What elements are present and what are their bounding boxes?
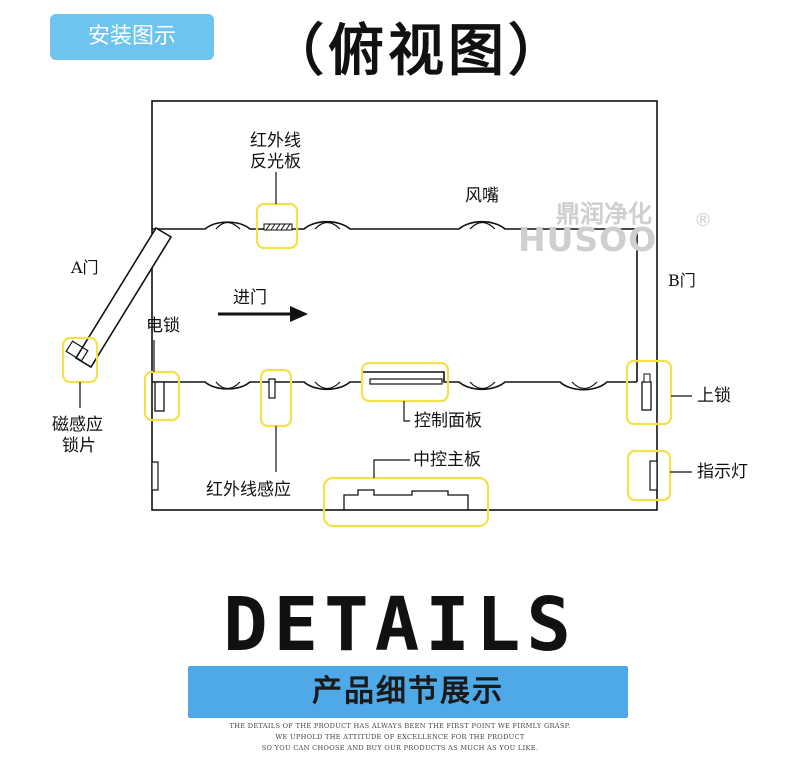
lower-wall xyxy=(152,371,637,391)
indicator-light xyxy=(649,460,658,491)
label-magnetic-lock-line1: 磁感应 xyxy=(52,415,103,435)
nozzle-icon xyxy=(571,381,598,390)
nozzle-icon xyxy=(469,221,496,230)
footnote-line-3: SO YOU CAN CHOOSE AND BUY OUR PRODUCTS A… xyxy=(261,744,539,752)
footnote-line-1: THE DETAILS OF THE PRODUCT HAS ALWAYS BE… xyxy=(229,722,571,730)
room-outline xyxy=(151,100,658,511)
highlight-control-panel xyxy=(360,361,450,403)
footnote-line-2: WE UPHOLD THE ATTITUDE OF EXCELLENCE FOR… xyxy=(275,733,525,741)
nozzle-icon xyxy=(215,221,241,230)
label-door-b: B门 xyxy=(668,271,696,290)
watermark-cn: 鼎润净化 xyxy=(556,200,652,228)
top-view-diagram xyxy=(61,100,692,528)
main-board xyxy=(343,489,469,510)
label-nozzle: 风嘴 xyxy=(465,186,499,206)
label-enter: 进门 xyxy=(233,288,267,308)
label-ir-reflector-line1: 红外线 xyxy=(250,131,301,151)
watermark-mark: ® xyxy=(694,210,712,231)
highlight-ir-sensor xyxy=(259,368,293,428)
banner-text: 产品细节展示 xyxy=(312,674,504,709)
upper-lock xyxy=(641,381,652,411)
watermark-en: HUSOO xyxy=(518,220,658,259)
details-banner: 产品细节展示 xyxy=(188,666,628,718)
magnetic-lock-plate xyxy=(65,340,89,362)
label-electric-lock: 电锁 xyxy=(146,316,180,336)
label-door-a: A门 xyxy=(71,258,99,277)
highlight-indicator xyxy=(626,449,672,502)
label-control-panel: 控制面板 xyxy=(414,411,482,431)
highlight-main-board xyxy=(322,476,490,528)
door-a xyxy=(74,226,173,369)
install-badge: 安装图示 xyxy=(50,14,214,60)
label-ir-reflector-line2: 反光板 xyxy=(250,152,301,172)
highlight-electric-lock xyxy=(143,370,181,422)
label-indicator: 指示灯 xyxy=(697,462,748,482)
upper-lock-tab xyxy=(643,373,651,383)
nozzle-icon xyxy=(314,381,341,390)
control-panel-plate xyxy=(369,378,443,385)
details-heading: DETAILS xyxy=(223,582,577,668)
left-indicator xyxy=(151,461,159,491)
nozzle-icon xyxy=(469,381,496,390)
label-main-board: 中控主板 xyxy=(413,450,481,470)
label-ir-sensor: 红外线感应 xyxy=(206,480,291,500)
nozzle-icon xyxy=(314,221,341,230)
electric-lock xyxy=(154,381,165,412)
nozzle-icon xyxy=(215,381,241,390)
highlight-ir-reflector xyxy=(255,202,299,250)
arrow-head-icon xyxy=(290,306,308,322)
label-magnetic-lock-line2: 锁片 xyxy=(62,436,96,456)
label-upper-lock: 上锁 xyxy=(697,386,731,406)
highlight-upper-lock xyxy=(625,359,673,426)
ir-sensor xyxy=(268,378,276,399)
page-title: （俯视图） xyxy=(268,19,568,84)
